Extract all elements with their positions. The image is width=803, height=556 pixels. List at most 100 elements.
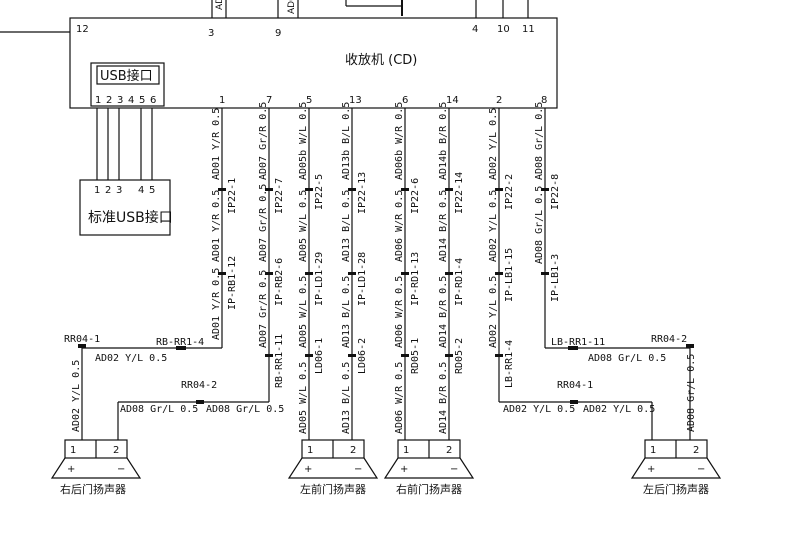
connector-label: IP-LB1-3 [550,254,561,302]
wire-label: AD06 W/R 0.5 [394,362,405,434]
connector-label: IP22-13 [357,172,368,214]
speaker-label: 右前门扬声器 [396,482,462,496]
column-pin-6: AD06b W/R 0.5 IP22-6 AD06 W/R 0.5 IP-RD1… [394,102,421,440]
head-unit: AD AD0 12 3 9 4 10 11 收放机 (CD) 1 7 5 13 … [0,0,558,109]
usb-port-label-box [96,65,160,85]
std-usb-pin-4: 4 [138,185,144,196]
wire-label: AD14b B/R 0.5 [438,102,449,180]
column-pin-5: AD05b W/L 0.5 IP22-5 AD05 W/L 0.5 IP-LD1… [298,102,325,440]
usb-pin-2: 2 [106,95,112,106]
wire-label: AD13 B/L 0.5 [341,362,352,434]
wire-label: AD01 Y/R 0.5 [211,190,222,262]
right-wire-a-vert-label: AD08 Gr/L 0.5 [686,354,697,432]
usb-pin-1: 1 [95,95,101,106]
left-side-routing: RR04-1 RB-RR1-4 AD02 Y/L 0.5 AD02 Y/L 0.… [64,334,284,440]
std-usb-pin-5: 5 [149,185,155,196]
top-pin-4: 4 [472,24,478,35]
column-pin-2: AD02 Y/L 0.5 IP22-2 AD02 Y/L 0.5 IP-LB1-… [488,108,515,402]
connector-label: IP-LD1-29 [314,252,325,306]
connector-label: IP-LB1-15 [504,248,515,302]
left-wire-a-label: AD02 Y/L 0.5 [95,353,167,364]
svg-text:1: 1 [650,445,656,456]
usb-pin-6: 6 [150,95,156,106]
std-usb-pin-2: 2 [105,185,111,196]
wire-label: AD07 Gr/R 0.5 [258,102,269,180]
connector-label: RD05-2 [454,338,465,374]
column-pin-1: AD01 Y/R 0.5 IP22-1 AD01 Y/R 0.5 IP-RB1-… [211,108,238,348]
connector-label: IP-LD1-28 [357,252,368,306]
svg-text:−: − [117,464,125,475]
std-usb-box [79,179,171,236]
wire-label: AD13b B/L 0.5 [341,102,352,180]
svg-text:+: + [67,464,75,475]
wire-label: AD05 W/L 0.5 [298,362,309,434]
top-pin-11: 11 [522,24,535,35]
wire-label: AD08 Gr/L 0.5 [534,186,545,264]
wire-label: AD14 B/R 0.5 [438,362,449,434]
wire-label: AD06 W/R 0.5 [394,190,405,262]
standard-usb: 1 2 3 4 5 标准USB接口 [79,179,173,236]
connector-label: RD05-1 [410,338,421,374]
svg-text:1: 1 [70,445,76,456]
bottom-pin-14: 14 [446,95,459,106]
wire-label: AD01 Y/R 0.5 [211,108,222,180]
wire-label: AD08 Gr/L 0.5 [534,102,545,180]
svg-text:+: + [647,464,655,475]
connector-label: IP22-14 [454,172,465,214]
wire-label: AD05 W/L 0.5 [298,190,309,262]
wire-label: AD05b W/L 0.5 [298,102,309,180]
right-wire-b1-label: AD02 Y/L 0.5 [503,404,575,415]
column-pin-13: AD13b B/L 0.5 IP22-13 AD13 B/L 0.5 IP-LD… [341,102,368,440]
column-pin-7: AD07 Gr/R 0.5 IP22-7 AD07 Gr/R 0.5 IP-RB… [258,102,285,402]
connector-label: IP-RB1-12 [227,256,238,310]
right-wire-a-label: AD08 Gr/L 0.5 [588,353,666,364]
svg-text:1: 1 [307,445,313,456]
connector-label: RB-RR1-11 [274,334,285,388]
bottom-pin-7: 7 [266,95,272,106]
wire-label: AD14 B/R 0.5 [438,276,449,348]
usb-port: USB接口 1 2 3 4 5 6 [90,62,165,180]
wire-label: AD02 Y/L 0.5 [488,108,499,180]
speaker-label: 左前门扬声器 [300,482,366,496]
top-cut-label-2: AD0 [287,0,297,14]
top-pin-12: 12 [76,24,89,35]
top-cut-label-1: AD [215,0,225,10]
speaker-label: 左后门扬声器 [643,482,709,496]
svg-text:2: 2 [693,445,699,456]
lb-rr1-11-label: LB-RR1-11 [551,337,605,348]
std-usb-pin-1: 1 [94,185,100,196]
speaker-left-front-door: 1 2 + − 左前门扬声器 [287,439,379,496]
svg-text:1: 1 [403,445,409,456]
wire-label: AD05 W/L 0.5 [298,276,309,348]
usb-pin-5: 5 [139,95,145,106]
connector-label: IP-RD1-4 [454,258,465,306]
bottom-pin-1: 1 [219,95,225,106]
usb-pin-3: 3 [117,95,123,106]
svg-text:+: + [400,464,408,475]
connector-label: IP22-8 [550,174,561,210]
svg-text:+: + [304,464,312,475]
wire-label: AD02 Y/L 0.5 [488,276,499,348]
svg-text:−: − [354,464,362,475]
rr04-1-label: RR04-1 [64,334,100,345]
svg-text:2: 2 [113,445,119,456]
connector-label: IP-RB2-6 [274,258,285,306]
right-side-routing: LB-RR1-11 RR04-2 AD08 Gr/L 0.5 AD08 Gr/L… [499,334,697,440]
wire-label: AD07 Gr/R 0.5 [258,184,269,262]
connector-label: LD06-1 [314,338,325,374]
connector-label: IP22-2 [504,174,515,210]
column-pin-14: AD14b B/R 0.5 IP22-14 AD14 B/R 0.5 IP-RD… [438,102,465,440]
wire-label: AD06 W/R 0.5 [394,276,405,348]
left-wire-b1-label: AD08 Gr/L 0.5 [120,404,198,415]
left-wire-a-vert-label: AD02 Y/L 0.5 [71,360,82,432]
right-rr04-1-label: RR04-1 [557,380,593,391]
speaker-label: 右后门扬声器 [60,482,126,496]
bottom-pin-8: 8 [541,95,547,106]
svg-text:−: − [450,464,458,475]
rb-rr1-4-label: RB-RR1-4 [156,337,204,348]
right-wire-b2-label: AD02 Y/L 0.5 [583,404,655,415]
left-rr04-2-label: RR04-2 [181,380,217,391]
wire-label: AD14 B/R 0.5 [438,190,449,262]
connector-label: IP-RD1-13 [410,252,421,306]
